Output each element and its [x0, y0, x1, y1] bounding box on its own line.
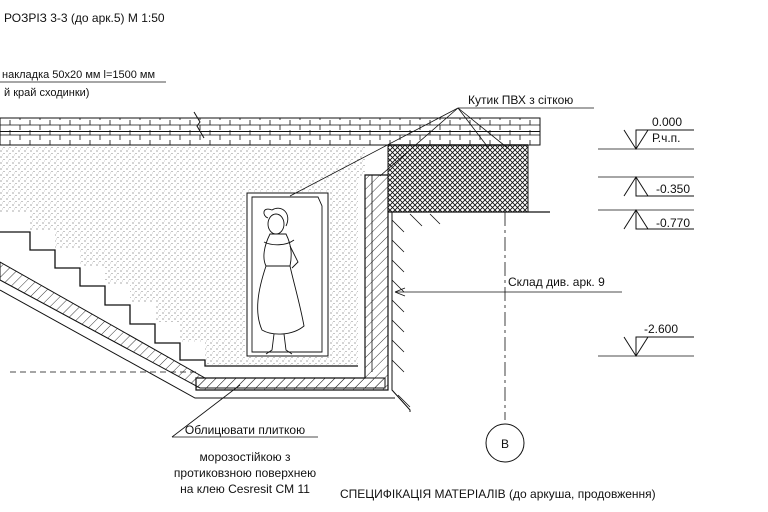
level-mark-l3: -2.600 — [598, 322, 694, 357]
callout-pvc-corner: Кутик ПВХ з сіткою — [468, 93, 573, 107]
level-mark-l2: -0.770 — [598, 209, 694, 230]
axis-marker-circle — [485, 423, 525, 463]
soil-hatch-right — [391, 213, 441, 408]
door-leaf — [251, 196, 323, 353]
callout-tile-line2: морозостійкою з — [200, 450, 291, 464]
level-mark-l1: -0.350 — [598, 176, 694, 197]
callout-tile-line1: Облицювати плиткою — [185, 423, 305, 437]
person-figure — [257, 207, 305, 355]
callout-composition: Склад див. арк. 9 — [508, 275, 605, 289]
level-zero-sub: Р.ч.п. — [652, 131, 681, 145]
stair-profile — [0, 231, 358, 367]
leader-tile — [171, 384, 241, 438]
drainage-block — [387, 144, 529, 213]
footer-spec-title: СПЕЦИФІКАЦІЯ МАТЕРІАЛІВ (до аркуша, прод… — [340, 487, 656, 501]
stair-slab-bottom — [0, 289, 395, 399]
leader-pvc — [289, 107, 594, 197]
level-l3: -2.600 — [644, 322, 678, 336]
break-mark — [193, 111, 205, 139]
level-l2: -0.770 — [656, 216, 690, 230]
level-l1: -0.350 — [656, 182, 690, 196]
callout-tile-line3: протиковзною поверхнею — [174, 466, 316, 480]
level-mark-zero: 0.000 Р.ч.п. — [598, 115, 694, 150]
note-overlay: накладка 50x20 мм l=1500 мм — [2, 69, 155, 81]
section-title: РОЗРІЗ 3-3 (до арк.5) М 1:50 — [4, 11, 165, 25]
level-zero: 0.000 — [652, 115, 682, 129]
note-step-edge: й край сходинки) — [4, 87, 89, 99]
axis-marker-label: В — [501, 437, 509, 451]
callout-tile-line4: на клею Cesresit CM 11 — [180, 482, 310, 496]
